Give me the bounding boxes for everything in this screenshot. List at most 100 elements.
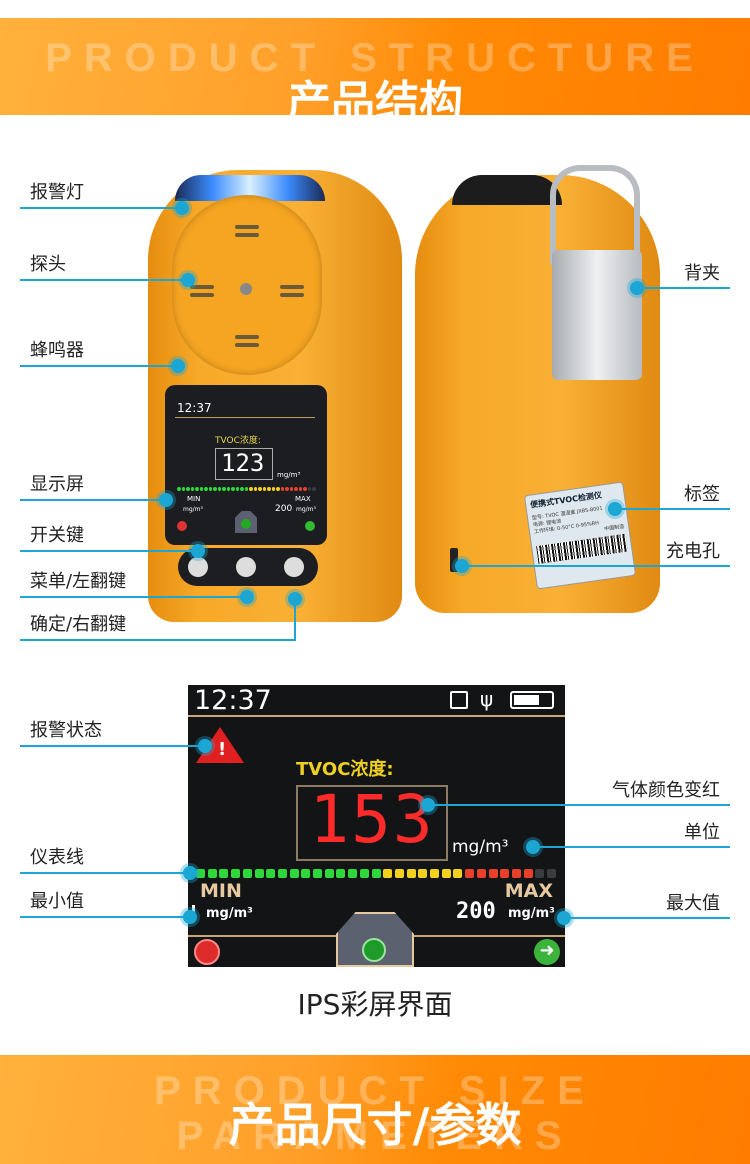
callout-dot [526,840,540,854]
gauge-segment-red [488,869,498,878]
gauge-segment-green [266,869,276,878]
callout-label: 最小值 [30,891,84,912]
max-value: 200 [456,899,496,924]
power-button[interactable] [188,557,208,577]
callout-line [20,279,188,281]
gauge-segment-green [186,487,190,491]
gauge-segment-yellow [267,487,271,491]
ok-right-button[interactable] [284,557,304,577]
callout-dot [288,592,302,606]
battery-icon [510,691,554,709]
gauge-segment-green [204,487,208,491]
callout-dot [181,273,195,287]
power-icon [177,521,187,531]
min-label: MIN [200,880,242,902]
callout-line [20,207,182,209]
header-en: PRODUCT SIZE PARAMETERS [154,1069,596,1158]
charging-port [450,548,458,572]
gauge-segment-red [303,487,307,491]
gauge-segment-green [242,869,252,878]
callout-dot [240,590,254,604]
callout-line [564,917,730,919]
refresh-icon[interactable] [362,938,386,962]
callout-line [428,804,730,806]
gauge-segment-green [208,487,212,491]
gauge-segment-green [313,869,322,878]
callout-dot [171,359,185,373]
callout-dot [455,559,469,573]
callout-label: 充电孔 [666,541,720,562]
min-unit: mg/m³ [183,506,203,513]
gauge-segment-red [298,487,302,491]
callout-label: 最大值 [666,893,720,914]
time: 12:37 [177,401,212,415]
callout-label: 报警灯 [30,182,84,203]
gauge-segment-green [196,869,205,878]
callout-dot [183,866,197,880]
gauge-segment-green [240,487,244,491]
menu-left-button[interactable] [236,557,256,577]
max-label: MAX [504,880,553,902]
gauge-segment-red [476,869,486,878]
callout-dot [175,201,189,215]
callout-line [20,639,296,641]
callout-label: 蜂鸣器 [30,340,84,361]
gauge-segment-off [312,487,316,491]
next-arrow-icon[interactable]: ➜ [534,939,560,965]
gauge-segment-green [226,487,230,491]
gauge-segment-yellow [262,487,266,491]
section-header-size: PRODUCT SIZE PARAMETERS 产品尺寸/参数 [0,1055,750,1164]
callout-dot [191,544,205,558]
gauge-segment-green [195,487,199,491]
gauge-segment-green [289,869,299,878]
screen-caption: IPS彩屏界面 [297,988,453,1021]
max-value: 200 [275,504,293,514]
max-label: MAX [295,495,311,503]
gauge-segment-yellow [430,869,439,878]
gauge-segment-green [231,869,241,878]
gauge-segment-green [222,487,226,491]
gas-title: TVOC浓度: [296,759,394,780]
min-unit: mg/m³ [206,906,253,921]
min-label: MIN [187,495,201,503]
callout-label: 标签 [684,484,720,505]
callout-dot [557,911,571,925]
gauge-segment-yellow [406,869,416,878]
gauge-segment-green [244,487,248,491]
gauge-segment-green [181,487,185,491]
gauge-segment-red [465,869,475,878]
power-icon[interactable] [194,939,220,965]
clip-handle [550,165,640,265]
gauge-segment-green [207,869,217,878]
reading-value: 153 [309,781,435,858]
gauge-segment-red [500,869,510,878]
gauge-segment-off [547,869,556,878]
gauge-segment-green [177,487,181,491]
header-en: PRODUCT STRUCTURE [45,36,705,80]
callout-line [637,287,730,289]
header-cn: 产品尺寸/参数 [228,1098,522,1152]
gauge-segment-green [235,487,239,491]
callout-label: 背夹 [684,263,720,284]
callout-label: 气体颜色变红 [612,780,720,801]
callout-line [462,565,730,567]
max-unit: mg/m³ [296,506,316,513]
gauge-segment-green [213,487,217,491]
usb-icon: ψ [480,687,494,711]
callout-label: 显示屏 [30,474,84,495]
callout-dot [183,910,197,924]
gauge-segment-yellow [271,487,275,491]
callout-line [20,550,198,552]
gauge-segment-yellow [441,869,451,878]
gauge-segment-yellow [383,869,393,878]
gauge-segment-green [301,869,311,878]
gauge-segment-yellow [453,869,463,878]
callout-dot [608,502,622,516]
gauge-segment-red [511,869,521,878]
screen-time: 12:37 [194,685,272,716]
callout-label: 仪表线 [30,847,84,868]
gauge-segment-off [307,487,311,491]
gauge-segment-yellow [418,869,428,878]
header-cn: 产品结构 [287,77,463,115]
next-icon [305,521,315,531]
